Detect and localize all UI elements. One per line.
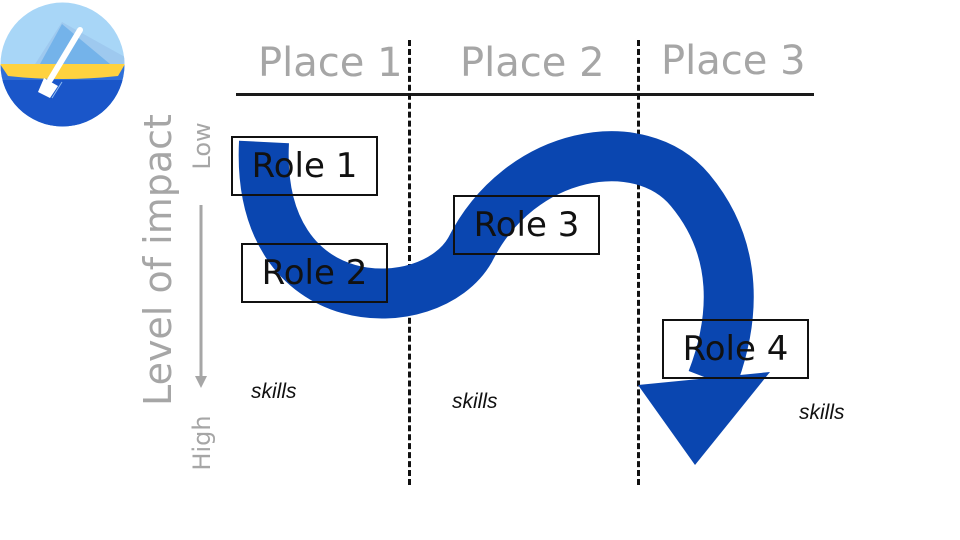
place-1-header: Place 1 bbox=[258, 40, 403, 86]
skills-label-place-3: skills bbox=[799, 401, 845, 424]
paddle-boat-logo-icon bbox=[0, 2, 125, 127]
place-2-header: Place 2 bbox=[460, 40, 605, 86]
role-2-box: Role 2 bbox=[241, 243, 388, 303]
role-4-box: Role 4 bbox=[662, 319, 809, 379]
skills-label-place-2: skills bbox=[452, 390, 498, 413]
role-3-box: Role 3 bbox=[453, 195, 600, 255]
place-3-header: Place 3 bbox=[661, 38, 806, 84]
skills-label-place-1: skills bbox=[251, 380, 297, 403]
divider-place-1-2 bbox=[408, 40, 411, 485]
role-1-box: Role 1 bbox=[231, 136, 378, 196]
divider-place-2-3 bbox=[637, 40, 640, 485]
header-rule bbox=[236, 93, 814, 96]
